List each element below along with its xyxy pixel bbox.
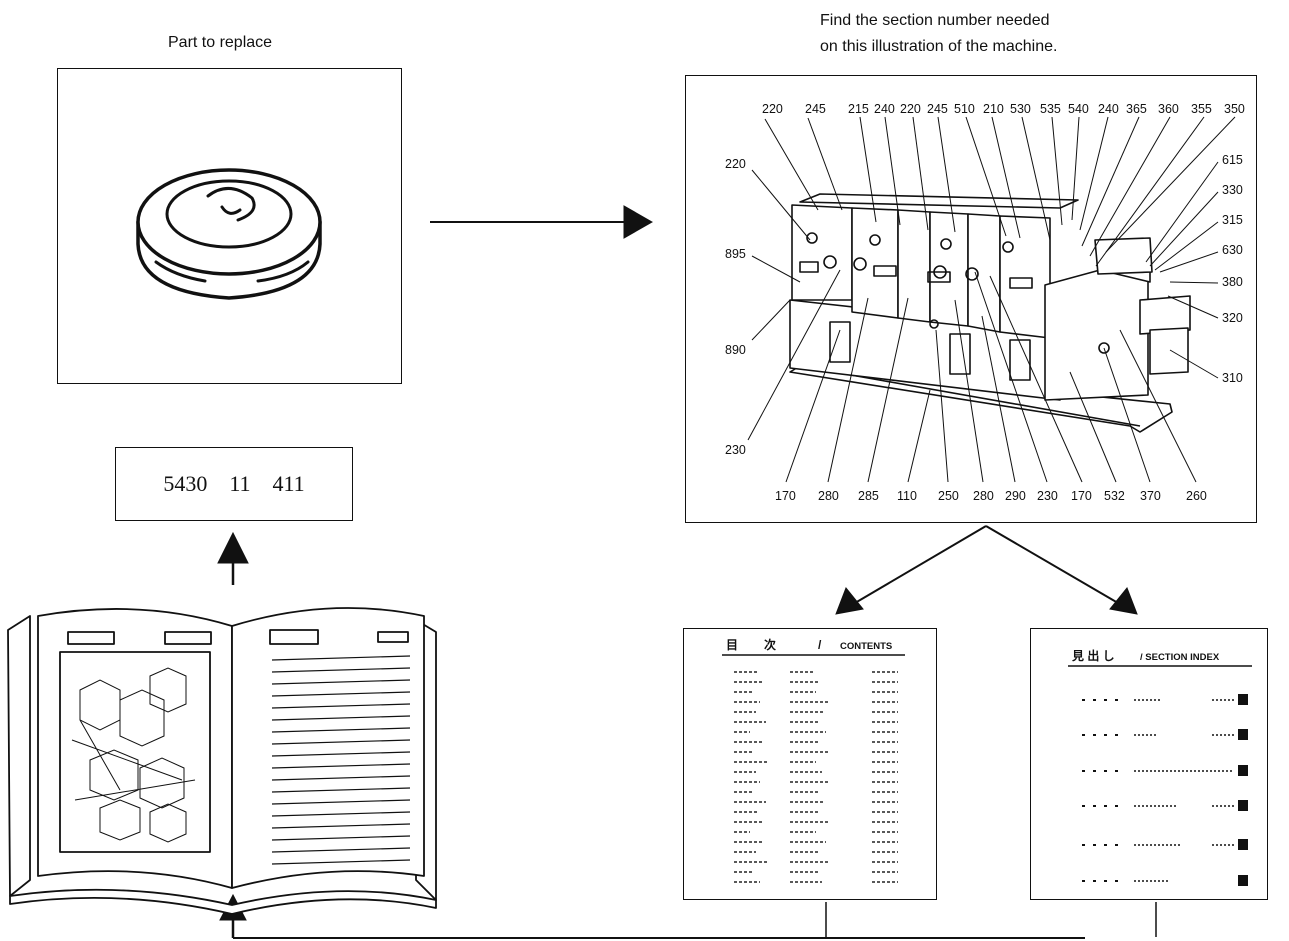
callout-top-15: 355: [1191, 102, 1212, 116]
contents-slash: /: [818, 638, 822, 652]
callout-bottom-4: 110: [897, 489, 917, 503]
part-number-segment-3: 411: [272, 471, 305, 496]
callout-bottom-2: 280: [818, 489, 839, 503]
printing-press-illustration: [789, 193, 1191, 433]
callout-top-3: 215: [848, 102, 869, 116]
callout-bottom-11: 370: [1140, 489, 1161, 503]
callout-leader-lines: [747, 116, 1236, 483]
parts-catalog-book-icon: [7, 607, 437, 915]
part-number-box: 5430 11 411: [115, 447, 353, 521]
disk-part-icon: [136, 168, 322, 300]
callout-top-4: 240: [874, 102, 895, 116]
callout-top-9: 530: [1010, 102, 1031, 116]
callout-right-2: 330: [1222, 183, 1243, 197]
callout-bottom-8: 230: [1037, 489, 1058, 503]
contents-title: CONTENTS: [840, 641, 892, 652]
index-title: / SECTION INDEX: [1140, 652, 1220, 663]
callout-top-13: 365: [1126, 102, 1147, 116]
callout-bottom-1: 170: [775, 489, 796, 503]
callout-top-5: 220: [900, 102, 921, 116]
callout-top-11: 540: [1068, 102, 1089, 116]
callout-left-2: 895: [725, 247, 746, 261]
part-number-segment-2: 11: [229, 471, 251, 496]
section-index-page: [1030, 628, 1268, 900]
contents-jp-1: 目: [726, 638, 738, 652]
part-to-replace-caption: Part to replace: [168, 34, 273, 51]
callout-bottom-5: 250: [938, 489, 959, 503]
callout-left-4: 230: [725, 443, 746, 457]
callout-bottom-10: 532: [1104, 489, 1125, 503]
callout-top-6: 245: [927, 102, 948, 116]
callout-top-14: 360: [1158, 102, 1179, 116]
callout-left-3: 890: [725, 343, 746, 357]
index-tab-entries: [1082, 694, 1248, 886]
callout-left-1: 220: [725, 157, 746, 171]
callout-top-10: 535: [1040, 102, 1061, 116]
callout-bottom-3: 285: [858, 489, 879, 503]
index-jp: 見 出 し: [1071, 648, 1115, 663]
callout-top-8: 210: [983, 102, 1004, 116]
find-section-caption-line1: Find the section number needed: [820, 12, 1050, 29]
callout-right-5: 380: [1222, 275, 1243, 289]
callout-bottom-9: 170: [1071, 489, 1092, 503]
callout-bottom-12: 260: [1186, 489, 1207, 503]
callout-right-1: 615: [1222, 153, 1243, 167]
arrow-book-to-partnumber: [217, 531, 249, 585]
callout-right-6: 320: [1222, 311, 1243, 325]
callout-bottom-7: 290: [1005, 489, 1026, 503]
exploded-view-thumbnail: [71, 667, 196, 843]
callout-top-1: 220: [762, 102, 783, 116]
callout-right-3: 315: [1222, 213, 1243, 227]
find-section-caption-line2: on this illustration of the machine.: [820, 38, 1058, 55]
callout-top-12: 240: [1098, 102, 1119, 116]
callout-top-2: 245: [805, 102, 826, 116]
contents-jp-2: 次: [764, 637, 776, 652]
callout-top-16: 350: [1224, 102, 1245, 116]
callout-right-4: 630: [1222, 243, 1243, 257]
callout-top-7: 510: [954, 102, 975, 116]
arrow-part-to-machine: [430, 205, 654, 239]
arrows-machine-to-pages: [835, 525, 1138, 615]
return-line-pages-to-book: [219, 893, 1157, 939]
part-number-segment-1: 5430: [163, 471, 208, 496]
contents-list-lines: [734, 671, 898, 883]
contents-page: [683, 628, 937, 900]
callout-bottom-6: 280: [973, 489, 994, 503]
callout-right-7: 310: [1222, 371, 1243, 385]
book-text-lines: [271, 655, 411, 865]
